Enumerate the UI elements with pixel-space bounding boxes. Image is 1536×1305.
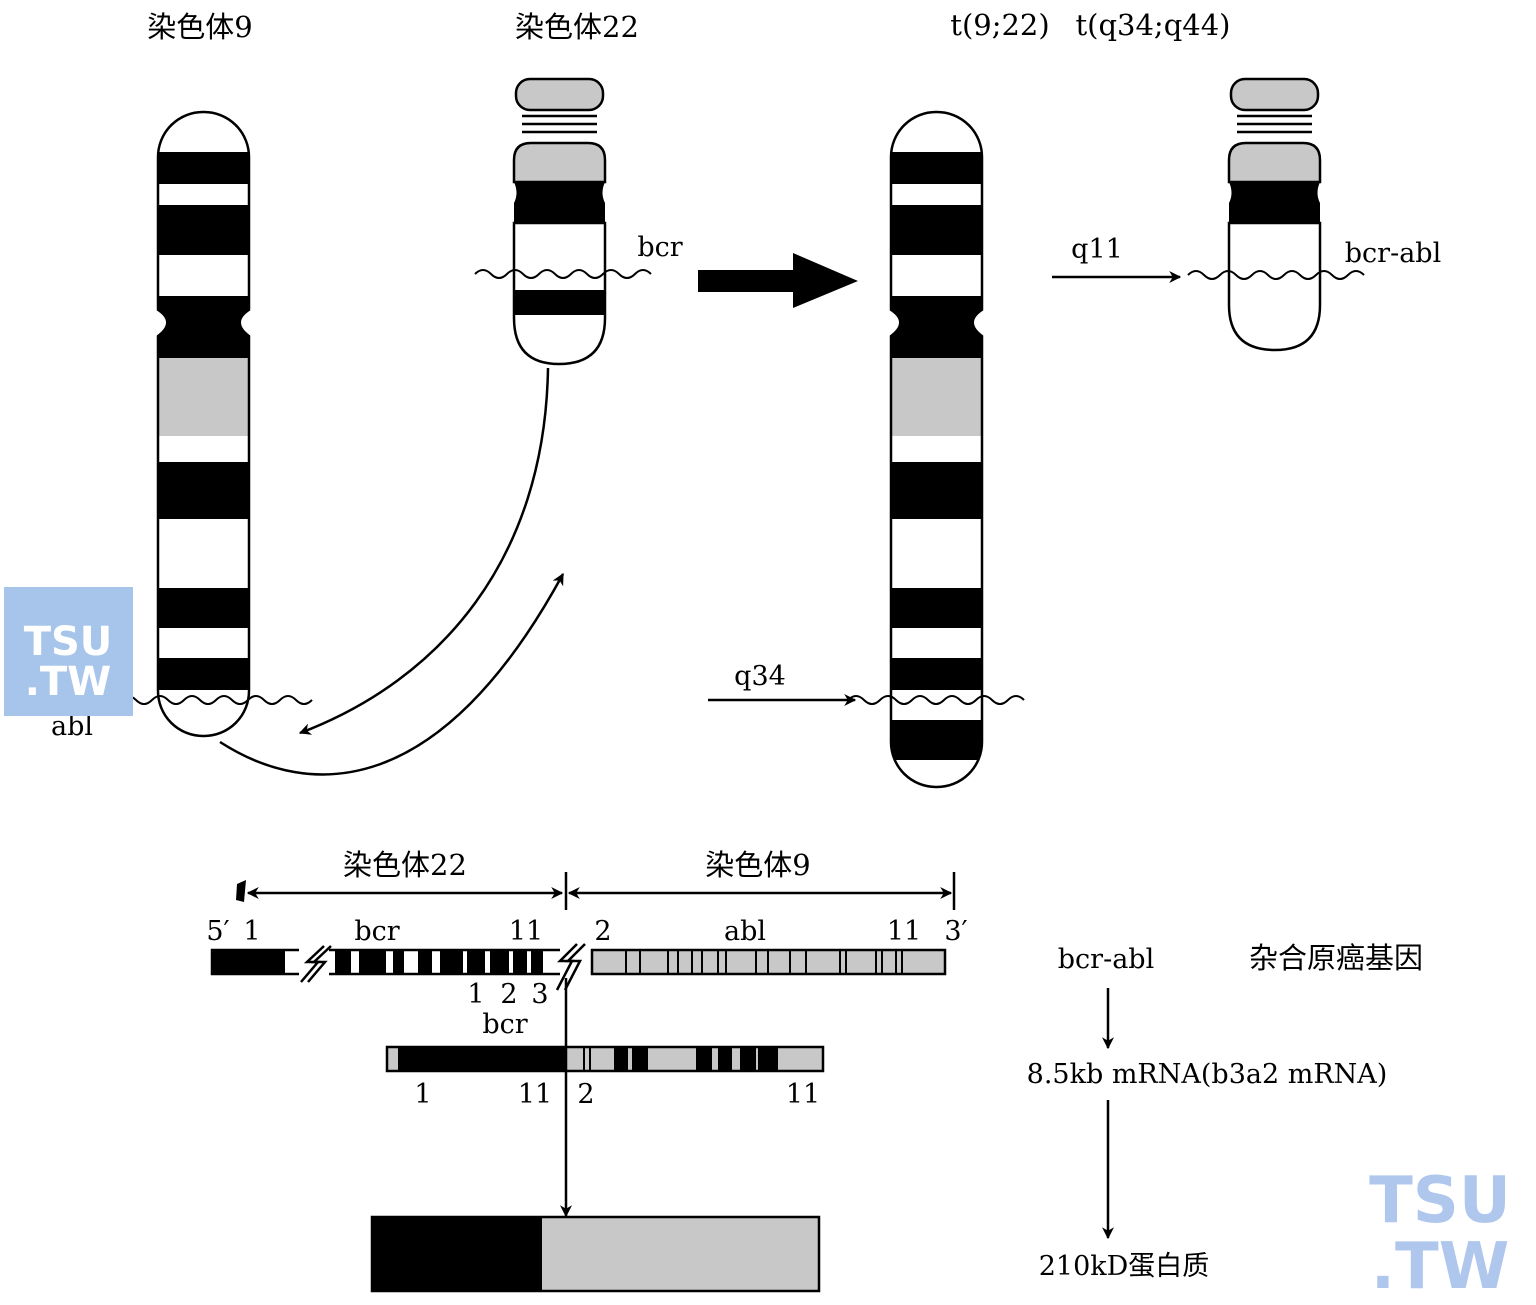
pathway-mrna: 8.5kb mRNA(b3a2 mRNA)	[1027, 1059, 1388, 1090]
abl-exon-11: 11	[887, 916, 921, 947]
mrna-exon-11b: 11	[786, 1079, 820, 1110]
label-q11: q11	[1071, 234, 1123, 265]
svg-text:TSU: TSU	[1369, 1164, 1511, 1238]
exchange-arrow-22-to-9	[298, 367, 550, 735]
bcr-break-wave	[474, 269, 652, 279]
translocation-arrow	[698, 253, 858, 308]
svg-text:.TW: .TW	[1371, 1230, 1510, 1304]
mrna-exon-2: 2	[577, 1079, 594, 1110]
mrna-exon-11: 11	[518, 1079, 552, 1110]
label-q34: q34	[734, 661, 786, 692]
three-prime: 3′	[944, 916, 967, 947]
label-abl: abl	[51, 711, 93, 742]
title-chr9: 染色体9	[147, 10, 252, 44]
abl-exon-2: 2	[594, 916, 611, 947]
five-prime: 5′	[206, 916, 229, 947]
abl-gene-label: abl	[724, 916, 766, 947]
svg-text:TSU: TSU	[24, 619, 113, 665]
breakpoint-1: 1	[467, 979, 484, 1010]
bcr-exon-11: 11	[509, 916, 543, 947]
chromosome-9-right	[847, 110, 1025, 789]
title-translocation-a: t(9;22)	[950, 8, 1049, 42]
flag-icon	[236, 880, 246, 902]
abl-break-wave	[119, 695, 313, 705]
watermark-logo-left: TSU .TW	[4, 587, 133, 716]
pathway: bcr-abl 杂合原癌基因 8.5kb mRNA(b3a2 mRNA) 210…	[1027, 941, 1423, 1282]
q34-break-wave	[847, 695, 1025, 705]
breakpoint-3: 3	[531, 979, 548, 1010]
chromosome-22-left	[474, 77, 652, 366]
svg-text:.TW: .TW	[25, 659, 112, 705]
watermark-logo-right: TSU .TW	[1369, 1164, 1511, 1304]
breakpoint-2: 2	[500, 979, 517, 1010]
title-chr22: 染色体22	[515, 10, 639, 44]
bcr-mid-label: bcr	[482, 1009, 527, 1040]
label-bcr-abl-top: bcr-abl	[1345, 238, 1441, 269]
pathway-gene-desc: 杂合原癌基因	[1249, 941, 1423, 975]
chromosome-9-left	[119, 110, 313, 738]
chromosome-22-right	[1187, 77, 1365, 352]
bcr-gene-label: bcr	[354, 916, 399, 947]
gene-map: 染色体22 染色体9 5′ 1 bcr 11 2 abl 11 3′	[206, 848, 968, 1293]
pathway-gene: bcr-abl	[1058, 944, 1154, 975]
bcr-exon-1: 1	[243, 916, 260, 947]
gene-map-chr22: 染色体22	[343, 848, 467, 882]
label-bcr: bcr	[637, 232, 682, 263]
title-translocation-b: t(q34;q44)	[1076, 8, 1231, 42]
exchange-arrow-9-to-22	[219, 572, 565, 776]
gene-map-chr9: 染色体9	[705, 848, 810, 882]
mrna-exon-1: 1	[414, 1079, 431, 1110]
pathway-protein: 210kD蛋白质	[1039, 1251, 1210, 1282]
bcr-abl-break-wave	[1187, 270, 1365, 280]
